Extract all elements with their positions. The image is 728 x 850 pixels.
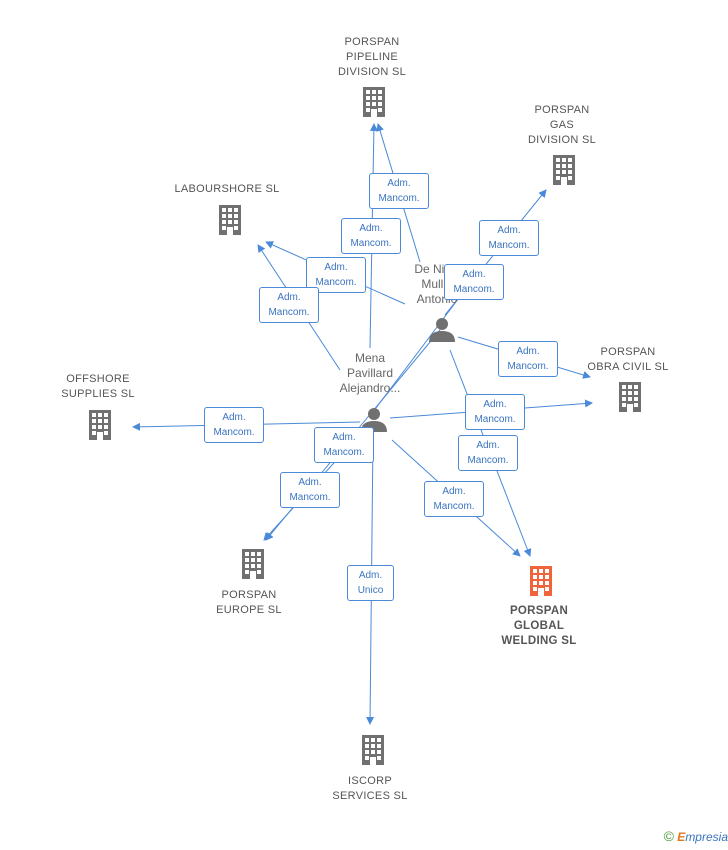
building-icon <box>89 410 111 440</box>
company-porspan-global[interactable]: PORSPAN GLOBAL WELDING SL <box>501 605 577 647</box>
company-porspan-gas[interactable]: PORSPAN GAS DIVISION SL <box>527 104 597 146</box>
building-icon <box>363 87 385 117</box>
building-icon <box>219 205 241 235</box>
company-porspan-europe[interactable]: PORSPAN EUROPE SL <box>216 589 282 616</box>
building-icon <box>553 155 575 185</box>
person-mena[interactable]: Mena Pavillard Alejandro... <box>339 351 401 395</box>
edge-label: Adm. Mancom. <box>498 341 558 377</box>
building-icon <box>619 382 641 412</box>
company-porspan-obra[interactable]: PORSPAN OBRA CIVIL SL <box>587 346 669 373</box>
edge-label: Adm. Unico <box>347 565 394 601</box>
company-porspan-pipeline[interactable]: PORSPAN PIPELINE DIVISION SL <box>337 36 407 78</box>
edge-label: Adm. Mancom. <box>204 407 264 443</box>
edge-label: Adm. Mancom. <box>314 427 374 463</box>
company-iscorp[interactable]: ISCORP SERVICES SL <box>332 775 408 802</box>
brand-logo: Empresia <box>677 830 728 844</box>
edge-label: Adm. Mancom. <box>369 173 429 209</box>
person-icon <box>429 318 455 342</box>
edge-label: Adm. Mancom. <box>458 435 518 471</box>
edge-label: Adm. Mancom. <box>280 472 340 508</box>
copyright-icon: © <box>663 828 674 844</box>
building-icon <box>242 549 264 579</box>
edge-label: Adm. Mancom. <box>479 220 539 256</box>
company-offshore[interactable]: OFFSHORE SUPPLIES SL <box>61 373 135 400</box>
building-icon <box>362 735 384 765</box>
company-labourshore[interactable]: LABOURSHORE SL <box>174 183 280 195</box>
edge-label: Adm. Mancom. <box>444 264 504 300</box>
footer-brand[interactable]: © Empresia <box>664 828 728 844</box>
edge-label: Adm. Mancom. <box>424 481 484 517</box>
edge-label: Adm. Mancom. <box>341 218 401 254</box>
building-icon-highlight <box>530 566 552 596</box>
edge-label: Adm. Mancom. <box>465 394 525 430</box>
edge-label: Adm. Mancom. <box>259 287 319 323</box>
